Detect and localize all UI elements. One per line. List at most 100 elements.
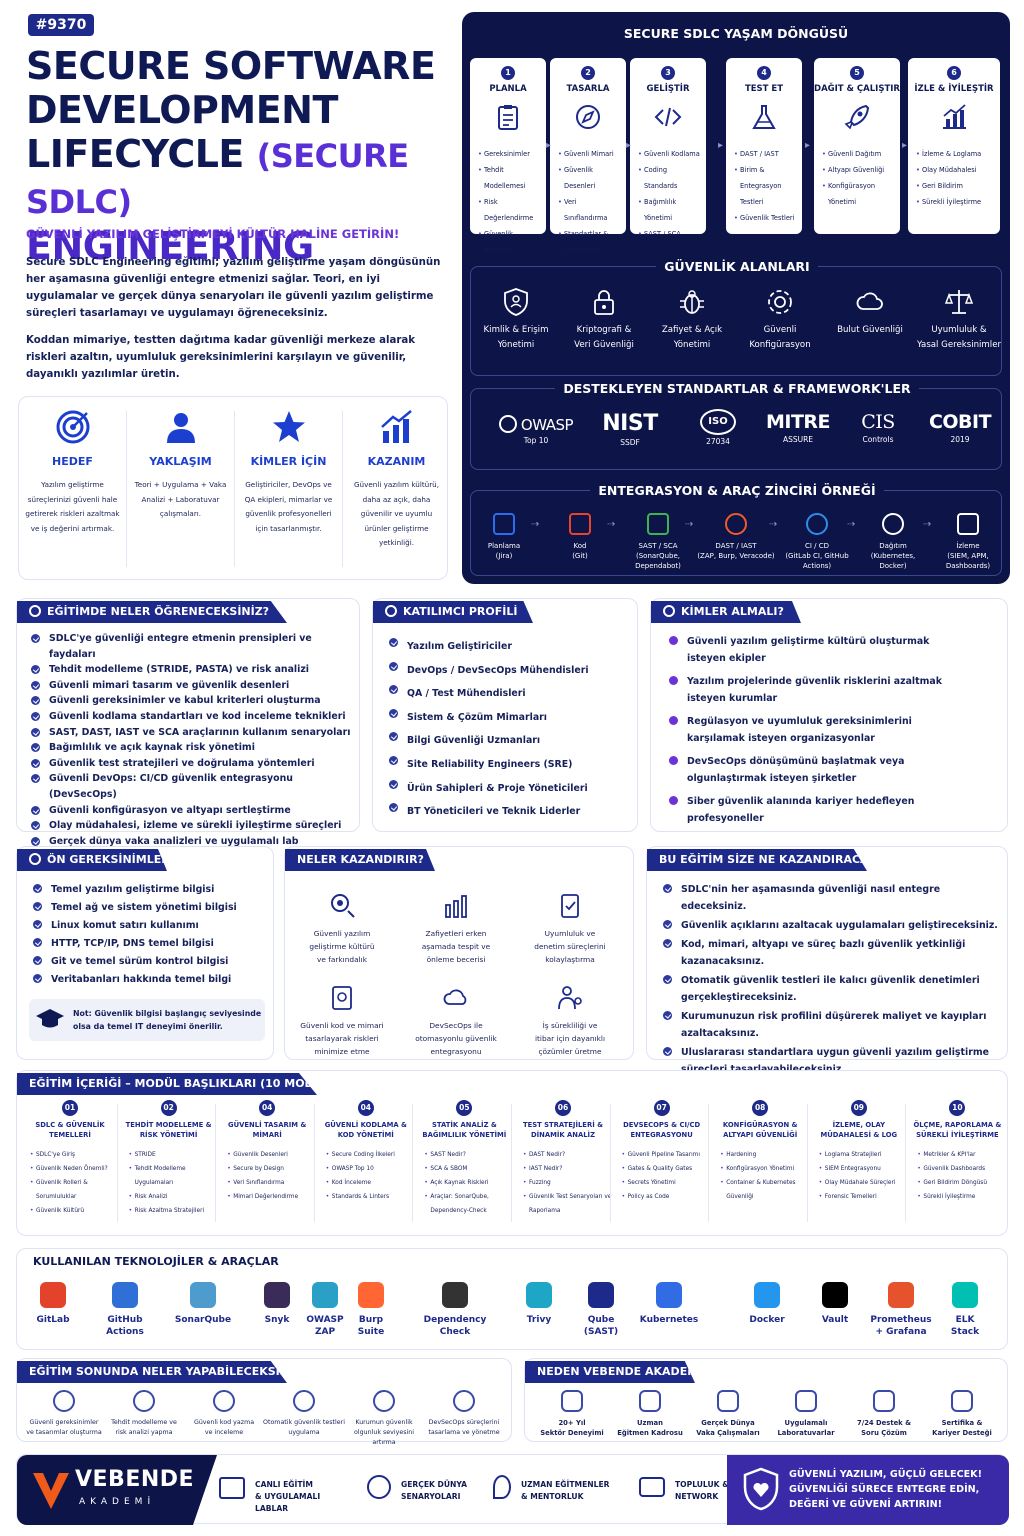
title-highlight: (SECURE SDLC): [26, 137, 409, 221]
slogan-line-2: GÜVENLİĞİ SÜRECE ENTEGRE EDİN,: [789, 1484, 980, 1495]
module-topic: Forensic Temelleri: [819, 1190, 909, 1204]
area-crypto: Kriptografi &Veri Güvenliği: [559, 287, 649, 353]
award-icon: [367, 1475, 391, 1499]
brand-name: VEBENDE: [75, 1467, 195, 1492]
module-topic: Fuzzing: [523, 1176, 613, 1190]
pillar-text: Yazılım geliştirme süreçlerinizi güvenli…: [25, 480, 120, 533]
tech-logo-icon: [754, 1282, 780, 1308]
tech-logo-icon: [526, 1282, 552, 1308]
tech-label: Kubernetes: [639, 1315, 699, 1325]
compass-icon: [576, 105, 600, 129]
tech-label-2: Suite: [357, 1327, 385, 1337]
phase-tasarla: 2 TASARLA Güvenli MimariGüvenlik Desenle…: [550, 58, 626, 254]
scan-icon: [647, 513, 669, 535]
area-cloud: Bulut Güvenliği: [825, 287, 915, 338]
module-topic: Veri Sınıflandırma: [227, 1176, 317, 1190]
lifecycle-panel: SECURE SDLC YAŞAM DÖNGÜSÜ 1 PLANLA Gerek…: [462, 12, 1010, 584]
brand-block: VEBENDE AKADEMİ: [17, 1455, 217, 1525]
git-icon: [569, 513, 591, 535]
gear-icon: [768, 290, 792, 314]
module-title: STATİK ANALİZ & BAĞIMLILIK YÖNETİMİ: [422, 1121, 507, 1139]
why-item: 7/24 Destek &Soru Çözüm: [844, 1390, 924, 1438]
owasp-logo: OWASP Top 10: [491, 415, 581, 445]
cobit-logo: COBIT 2019: [928, 411, 992, 444]
module-topic: Gates & Quality Gates: [622, 1162, 712, 1176]
module-number: 05: [456, 1100, 473, 1116]
star-icon: [272, 411, 305, 442]
module-number: 04: [357, 1100, 374, 1116]
why-item: Sertifika &Kariyer Desteği: [922, 1390, 1002, 1438]
pillar-title: KİMLER İÇİN: [250, 455, 327, 468]
tool-sast-sca: SAST / SCA(SonarQube, Dependabot): [621, 513, 695, 571]
feature-live: CANLI EĞİTİM& UYGULAMALI LABLAR: [219, 1473, 343, 1513]
cloud-icon: [443, 989, 467, 1005]
person-icon: [166, 413, 195, 443]
shield-icon: [29, 853, 41, 865]
module-topic: Kod İnceleme: [326, 1176, 416, 1190]
pillar-text: Teori + Uygulama + Vaka Analizi + Labora…: [134, 480, 227, 518]
module-topic: Güvenlik Test Senaryoları ve Raporlama: [523, 1190, 613, 1218]
lifecycle-title: SECURE SDLC YAŞAM DÖNGÜSÜ: [623, 26, 849, 41]
module-topic: SIEM Entegrasyonu: [819, 1162, 909, 1176]
tech-logo-icon: [358, 1282, 384, 1308]
phase-number: 3: [661, 66, 675, 80]
module-topic: Güvenli Pipeline Tasarımı: [622, 1148, 712, 1162]
module-title: GÜVENLİ KODLAMA & KOD YÖNETİMİ: [324, 1121, 407, 1139]
iso-logo: ISO 27034: [681, 409, 755, 446]
pillar-text: Geliştiriciler, DevOps ve QA ekipleri, m…: [244, 480, 333, 533]
module-topic: Hardening: [720, 1148, 810, 1162]
module-topic: SDLC'ye Giriş: [30, 1148, 120, 1162]
module-topic: Policy as Code: [622, 1190, 712, 1204]
module-topic: Standards & Linters: [326, 1190, 416, 1204]
phase-number: 6: [947, 66, 961, 80]
target-scan-icon: [725, 513, 747, 535]
module-topic: Secure Coding İlkeleri: [326, 1148, 416, 1162]
learn-card: EĞİTİMDE NELER ÖĞRENECEKSİNİZ? SDLC'ye g…: [16, 598, 360, 862]
badge-icon: [639, 1390, 661, 1412]
module-topic: SCA & SBOM: [424, 1162, 514, 1176]
badge-icon: [795, 1390, 817, 1412]
gear-head-icon: [331, 894, 355, 918]
pillar-yaklasim: YAKLAŞIM Teori + Uygulama + Vaka Analizi…: [127, 397, 234, 581]
module-topic: Mimari Değerlendirme: [227, 1190, 317, 1204]
cloud-icon: [856, 292, 883, 310]
module-number: 09: [850, 1100, 867, 1116]
tech-label: GitLab: [36, 1315, 70, 1325]
who-title: KİMLER ALMALI?: [651, 601, 801, 623]
phase-planla: 1 PLANLA GereksinimlerTehdit Modellemesi…: [470, 58, 546, 254]
vebende-logo-icon: [33, 1473, 69, 1509]
module-number: 06: [555, 1100, 571, 1116]
blueprint-icon: [332, 986, 352, 1010]
target-icon: [29, 605, 41, 617]
tech-item: Docker: [732, 1282, 802, 1326]
dashboard-icon: [957, 513, 979, 535]
benefit-title: BU EĞİTİM SİZE NE KAZANDIRACAK?: [647, 849, 867, 871]
arrow-right-icon: ▸: [718, 140, 724, 151]
module-topic: Güvenlik Dashboards: [917, 1162, 1007, 1176]
shield-user-icon: [504, 288, 528, 316]
tech-label: GitHub: [107, 1315, 143, 1325]
phase-name: PLANLA: [489, 84, 527, 94]
tech-label: Prometheus: [870, 1315, 932, 1325]
tech-label-2: ZAP: [314, 1327, 336, 1337]
slogan-line-3: DEĞERİ VE GÜVENİ ARTIRIN!: [789, 1499, 942, 1510]
tech-label-2: + Grafana: [875, 1327, 927, 1337]
gains-title: NELER KAZANDIRIR?: [285, 849, 435, 871]
